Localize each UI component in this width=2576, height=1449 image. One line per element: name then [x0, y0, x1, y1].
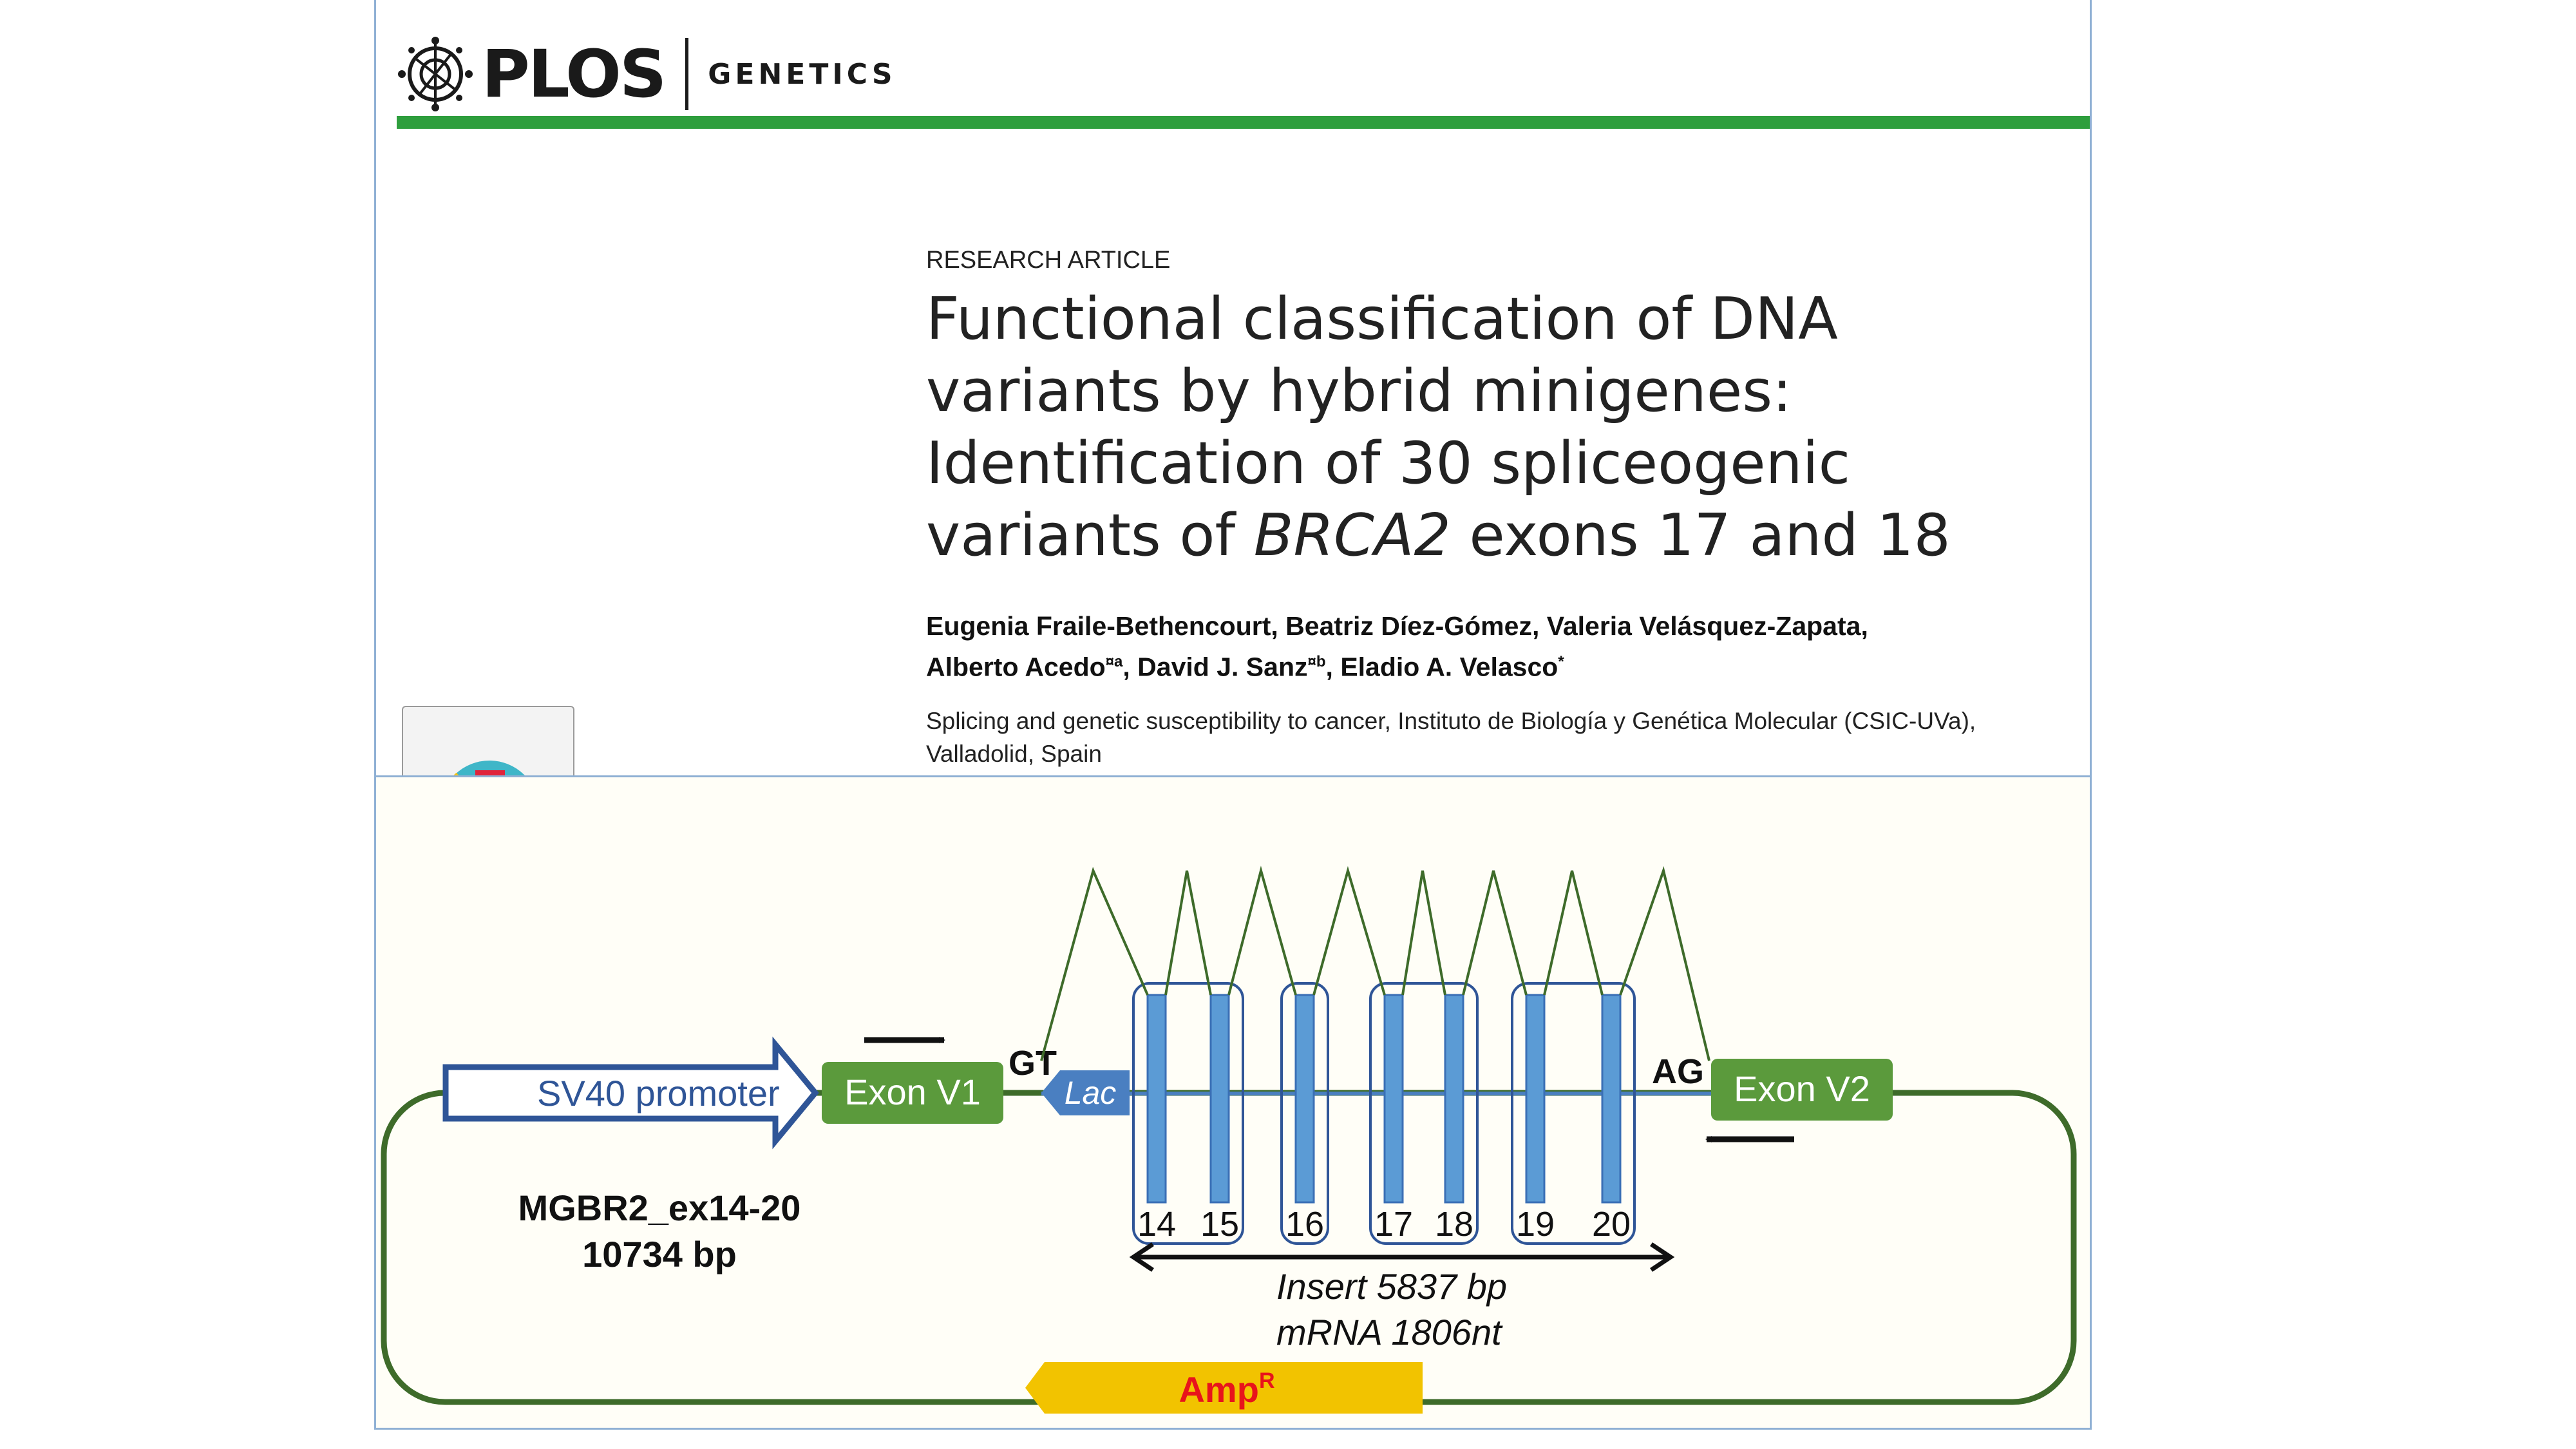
author-affiliation-mark: ¤a — [1105, 653, 1123, 670]
exon-number: 16 — [1285, 1205, 1324, 1244]
author-list: Eugenia Fraile-Bethencourt, Beatriz Díez… — [926, 611, 1868, 682]
splicing-pattern — [1040, 866, 1710, 1061]
splice-junction — [1312, 866, 1386, 996]
ampr-label-superscript: R — [1259, 1368, 1275, 1393]
exon-v2-box — [1711, 1059, 1893, 1121]
author-name[interactable]: Eladio A. Velasco — [1340, 652, 1558, 682]
exon-number: 18 — [1435, 1205, 1473, 1244]
exon-bar — [1294, 994, 1315, 1204]
article-first-page: PLOS GENETICS RESEARCH ARTICLE Functiona… — [374, 0, 2092, 775]
promoter-label: SV40 promoter — [537, 1073, 780, 1113]
lac-element — [1041, 1070, 1130, 1115]
ampr-label-base: Amp — [1179, 1369, 1258, 1410]
exon-bar — [1601, 994, 1622, 1204]
exon-bar — [1209, 994, 1230, 1204]
mrna-size-label: mRNA 1806nt — [1276, 1312, 1503, 1352]
splice-junction — [1040, 867, 1149, 1061]
publisher-name: PLOS — [482, 35, 667, 113]
article-title: Functional classification of DNA variant… — [926, 283, 2085, 572]
crossmark-icon — [453, 761, 525, 775]
logo-divider — [685, 38, 689, 110]
title-text-2: exons 17 and 18 — [1469, 502, 1951, 569]
ampr-label: AmpR — [1179, 1368, 1274, 1410]
exon-group-box — [1280, 982, 1329, 1245]
exon-bar — [1383, 994, 1404, 1204]
sv40-promoter-arrow — [442, 1036, 819, 1150]
title-text-1: Functional classification of DNA variant… — [926, 285, 1851, 569]
exon-group-box — [1369, 982, 1479, 1245]
splice-junction — [1619, 866, 1710, 1061]
exon-number: 19 — [1516, 1205, 1555, 1244]
gt-label: GT — [1009, 1044, 1057, 1083]
splice-junction — [1543, 870, 1604, 996]
author-name[interactable]: Alberto Acedo — [926, 652, 1106, 682]
insert-span-arrow-right — [1650, 1242, 1675, 1272]
exon-bar — [1525, 994, 1546, 1204]
exon-v2-label: Exon V2 — [1734, 1068, 1870, 1109]
exon-bar — [1444, 994, 1464, 1204]
author-name[interactable]: Eugenia Fraile-Bethencourt — [926, 611, 1271, 641]
insert-span-arrow-left — [1129, 1242, 1154, 1272]
lac-label: Lac — [1065, 1075, 1117, 1111]
exon-number: 15 — [1200, 1205, 1239, 1244]
exon-group-box — [1511, 982, 1636, 1245]
author-affiliation-mark: * — [1558, 653, 1564, 670]
splice-junction — [1227, 866, 1297, 996]
exon-v1-label: Exon V1 — [844, 1072, 981, 1112]
ampr-gene — [1025, 1362, 1423, 1414]
title-gene: BRCA2 — [1253, 502, 1451, 569]
author-name[interactable]: Beatriz Díez-Gómez — [1285, 611, 1532, 641]
exon-number: 14 — [1137, 1205, 1176, 1244]
exon-number: 20 — [1592, 1205, 1631, 1244]
exon-group-box — [1132, 982, 1244, 1245]
construct-size: 10734 bp — [582, 1234, 737, 1274]
plos-globe-icon — [398, 37, 473, 111]
journal-name: GENETICS — [708, 57, 896, 91]
affiliation: Splicing and genetic susceptibility to c… — [926, 708, 1976, 767]
ag-label: AG — [1652, 1052, 1704, 1091]
exon-number: 17 — [1374, 1205, 1413, 1244]
construct-name: MGBR2_ex14-20 — [518, 1188, 801, 1228]
crossmark-button[interactable] — [402, 706, 574, 775]
exon-bar — [1146, 994, 1167, 1204]
header-rule — [397, 116, 2090, 129]
author-name[interactable]: David J. Sanz — [1137, 652, 1308, 682]
splice-junction — [1164, 870, 1212, 996]
author-name[interactable]: Valeria Velásquez-Zapata — [1546, 611, 1861, 641]
journal-logo[interactable]: PLOS GENETICS — [397, 26, 896, 122]
exon-v1-box — [822, 1062, 1003, 1124]
insert-size-label: Insert 5837 bp — [1276, 1266, 1507, 1307]
splice-junction — [1462, 870, 1528, 996]
splice-junction — [1401, 870, 1446, 996]
author-affiliation-mark: ¤b — [1307, 653, 1326, 670]
insert-exons: 14 15 16 17 18 19 20 — [1132, 982, 1636, 1245]
article-type: RESEARCH ARTICLE — [926, 247, 1171, 274]
